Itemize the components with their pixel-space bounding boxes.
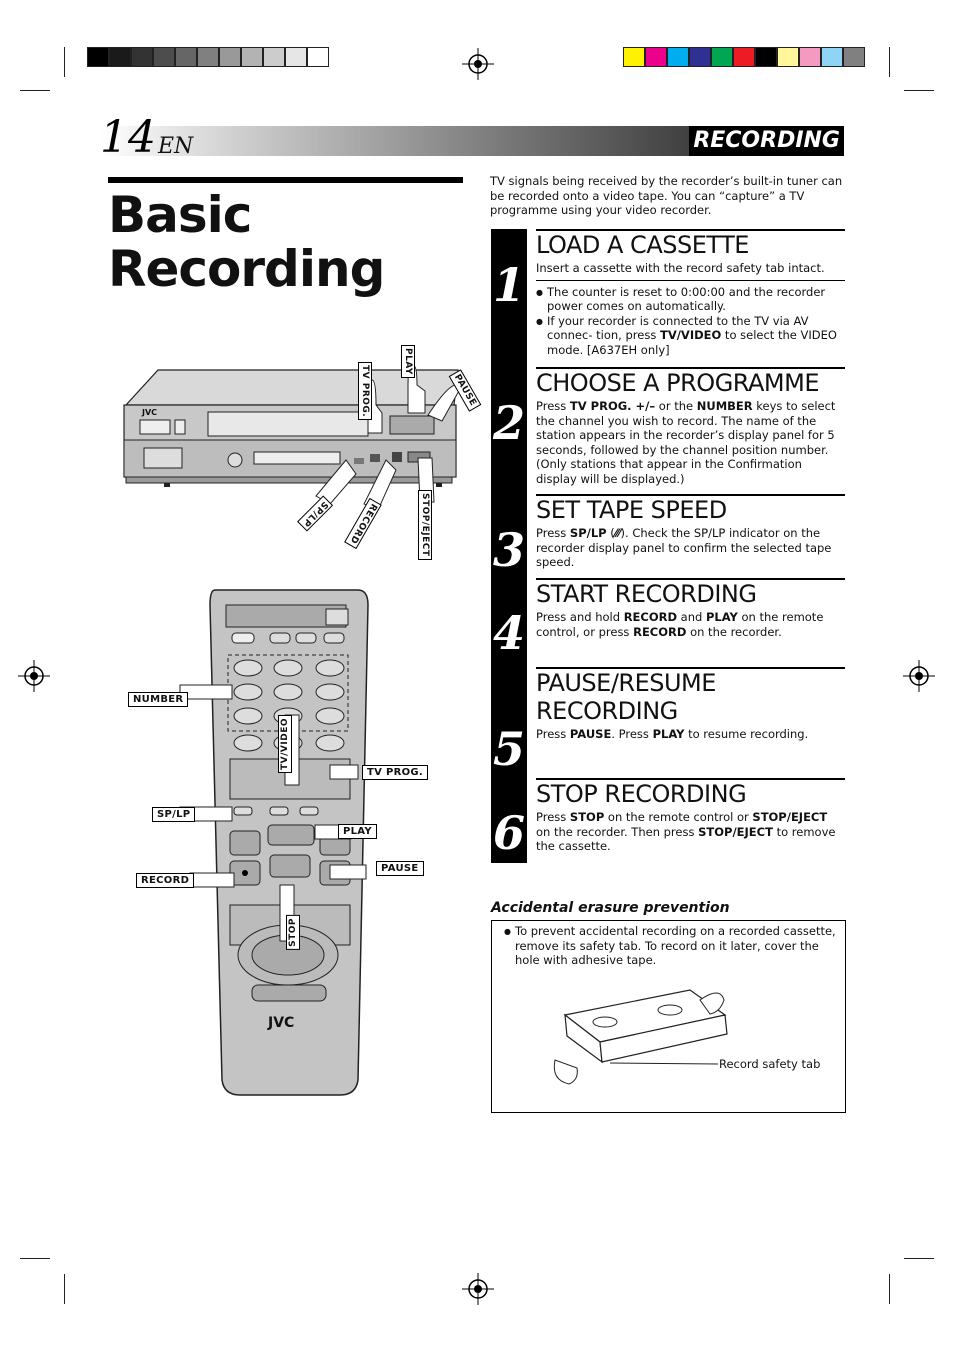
step-text: Press PAUSE. Press PLAY to resume record… [536, 727, 809, 741]
vcr-stop-eject-label: STOP/EJECT [418, 490, 432, 560]
remote-tv-video-label: TV/VIDEO [278, 715, 292, 773]
step-text: Insert a cassette with the record safety… [536, 261, 825, 275]
crop-mark [889, 1274, 890, 1304]
crop-mark [20, 1258, 50, 1259]
step-bullets: The counter is reset to 0:00:00 and the … [536, 279, 845, 358]
step-number: 3 [492, 523, 525, 577]
step-text: Press STOP on the remote control or STOP… [536, 810, 836, 853]
step-start-recording: START RECORDING Press and hold RECORD an… [536, 578, 845, 639]
color-swatch [755, 47, 777, 67]
remote-pause-label: PAUSE [376, 861, 424, 876]
color-swatch [821, 47, 843, 67]
color-swatch [219, 47, 241, 67]
step-stop-recording: STOP RECORDING Press STOP on the remote … [536, 778, 845, 854]
list-item: If your recorder is connected to the TV … [536, 314, 845, 358]
remote-tv-prog-label: TV PROG. [362, 765, 428, 780]
color-swatch [241, 47, 263, 67]
step-set-tape-speed: SET TAPE SPEED Press SP/LP (⁄⁄⁄). Check … [536, 494, 845, 570]
remote-sp-lp-label: SP/LP [152, 807, 196, 822]
crop-mark [904, 1258, 934, 1259]
step-text: Press and hold RECORD and PLAY on the re… [536, 610, 824, 639]
sp-lp-icon: ⁄⁄⁄ [614, 526, 621, 540]
crop-mark [64, 1274, 65, 1304]
remote-illustration: JVC NUMBER TV/VIDEO TV PROG. SP/LP PLAY … [120, 585, 440, 1105]
list-item: The counter is reset to 0:00:00 and the … [536, 285, 845, 314]
step-heading: SET TAPE SPEED [536, 496, 727, 524]
step-heading: STOP RECORDING [536, 780, 747, 808]
registration-target-icon [18, 660, 50, 692]
erasure-title: Accidental erasure prevention [491, 900, 730, 916]
remote-number-label: NUMBER [128, 692, 189, 707]
page-title: Basic Recording [108, 186, 385, 298]
registration-target-icon [903, 660, 935, 692]
step-number: 6 [492, 806, 525, 860]
color-swatch [645, 47, 667, 67]
registration-target-icon [462, 48, 494, 80]
step-heading: LOAD A CASSETTE [536, 231, 749, 259]
step-heading: CHOOSE A PROGRAMME [536, 369, 820, 397]
color-swatch [777, 47, 799, 67]
color-swatch [197, 47, 219, 67]
color-swatch [733, 47, 755, 67]
vcr-play-label: PLAY [401, 345, 415, 378]
page-title-line2: Recording [108, 240, 385, 298]
color-swatch [109, 47, 131, 67]
color-swatch [175, 47, 197, 67]
crop-mark [904, 90, 934, 91]
crop-mark [889, 47, 890, 77]
step-text: Press SP/LP (⁄⁄⁄). Check the SP/LP indic… [536, 526, 832, 569]
page-language: EN [158, 134, 194, 159]
vcr-tv-prog-label: TV PROG. [358, 362, 372, 421]
step-number-column [491, 229, 527, 863]
intro-text: TV signals being received by the recorde… [490, 174, 843, 217]
vcr-brand-logo: JVC [142, 408, 158, 417]
color-swatch [263, 47, 285, 67]
title-rule [108, 177, 463, 183]
erasure-box [491, 920, 846, 1113]
color-swatch [131, 47, 153, 67]
step-text: Press TV PROG. +/– or the NUMBER keys to… [536, 399, 836, 486]
color-swatch [153, 47, 175, 67]
color-swatch [689, 47, 711, 67]
step-load-cassette: LOAD A CASSETTE Insert a cassette with t… [536, 229, 845, 357]
step-number: 5 [492, 722, 525, 776]
color-swatch [667, 47, 689, 67]
page-title-line1: Basic [108, 186, 252, 244]
step-choose-programme: CHOOSE A PROGRAMME Press TV PROG. +/– or… [536, 367, 845, 486]
vcr-drawing [123, 364, 461, 511]
vcr-illustration: JVC TV PROG. PLAY PAUSE SP/LP RECORD STO… [118, 340, 488, 560]
step-number: 1 [492, 258, 525, 312]
step-heading: START RECORDING [536, 580, 757, 608]
registration-target-icon [462, 1273, 494, 1305]
color-swatch [843, 47, 865, 67]
record-safety-tab-label: Record safety tab [719, 1057, 821, 1071]
remote-stop-label: STOP [286, 915, 300, 950]
color-swatch [711, 47, 733, 67]
erasure-text: To prevent accidental recording on a rec… [504, 924, 845, 968]
color-swatch [285, 47, 307, 67]
crop-mark [64, 47, 65, 77]
color-swatch [799, 47, 821, 67]
remote-brand-logo: JVC [268, 1015, 295, 1031]
step-number: 4 [492, 606, 525, 660]
section-title: RECORDING [689, 126, 844, 156]
color-swatch [87, 47, 109, 67]
step-number: 2 [492, 396, 525, 450]
color-swatch [623, 47, 645, 67]
color-swatch [307, 47, 329, 67]
remote-play-label: PLAY [338, 824, 377, 839]
page-number: 14 [100, 112, 156, 163]
cassette-icon [553, 989, 728, 1085]
remote-record-label: RECORD [136, 873, 195, 888]
crop-mark [20, 90, 50, 91]
